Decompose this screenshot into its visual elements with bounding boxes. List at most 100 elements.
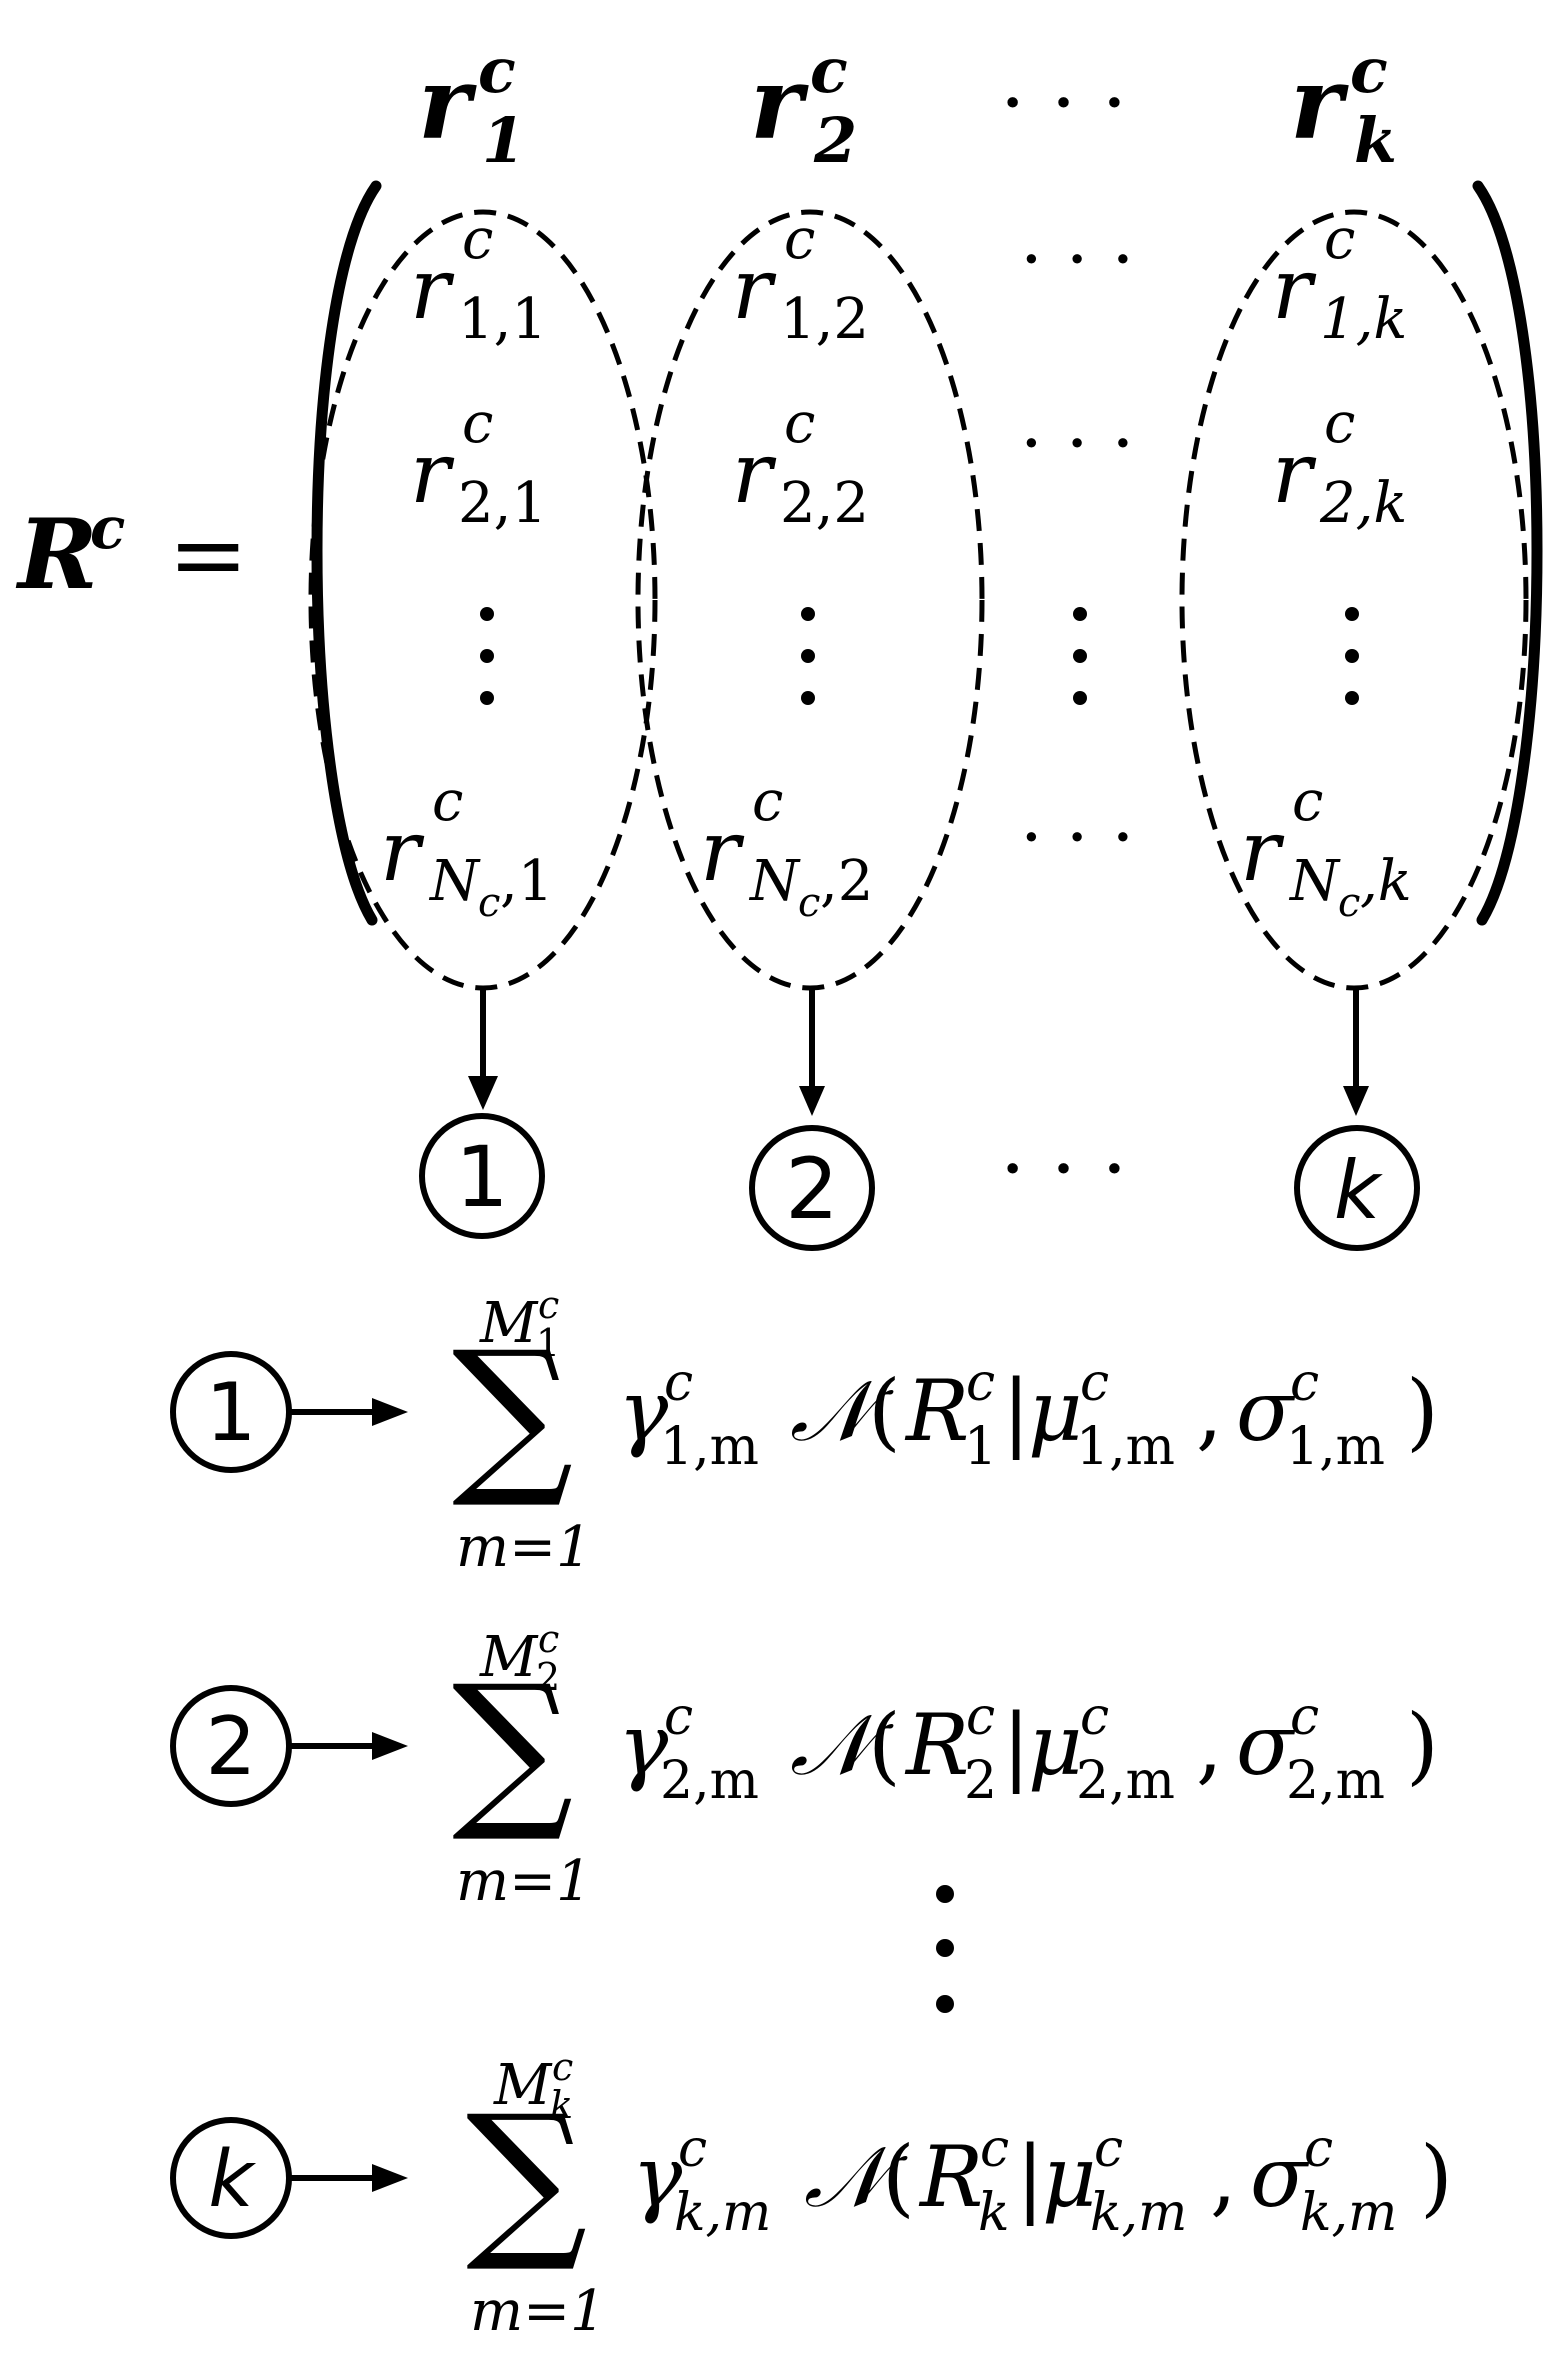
column-header-2: r c 2 [750, 34, 857, 177]
svg-text:1,m: 1,m [660, 1417, 759, 1477]
svg-text:,: , [1210, 2128, 1237, 2226]
svg-text:c: c [752, 769, 783, 834]
component-circle-2: 2 [749, 1125, 875, 1251]
svg-text:σ: σ [1236, 1696, 1296, 1794]
formula-arrow [289, 1398, 408, 1426]
column-headers: r c 1 r c 2 · · · r c k [418, 34, 1397, 177]
svg-text:|: | [1016, 2128, 1044, 2226]
svg-text:c: c [538, 1617, 559, 1661]
matrix-entry: r c N c ,k [1240, 769, 1412, 926]
svg-text:(: ( [868, 1362, 901, 1460]
svg-text:c: c [538, 1283, 559, 1327]
arrow-column-1 [468, 990, 498, 1110]
header-base: r [418, 44, 477, 162]
sum-symbol: ∑ [466, 2079, 587, 2277]
svg-text:c: c [478, 880, 500, 926]
column-2-ellipse [635, 209, 985, 991]
svg-text:σ: σ [1250, 2128, 1310, 2226]
header-base: r [750, 44, 809, 162]
svg-text:|: | [1002, 1696, 1030, 1794]
svg-text:m=1: m=1 [456, 1515, 592, 1580]
svg-text:,2: ,2 [820, 849, 873, 914]
matrix-vdots [480, 607, 494, 705]
matrix-brackets [311, 180, 1543, 926]
svg-text:c: c [678, 2119, 707, 2179]
matrix-entry: r c 1,2 [732, 207, 869, 352]
svg-text:|: | [1002, 1362, 1030, 1460]
svg-text:k: k [208, 2135, 256, 2225]
svg-text:c: c [1324, 391, 1355, 456]
svg-text:c: c [552, 2045, 573, 2089]
svg-text:c: c [664, 1353, 693, 1413]
svg-text:2: 2 [536, 1655, 560, 1699]
matrix-lhs: R c = [15, 494, 248, 611]
header-sub: 2 [813, 104, 857, 177]
matrix-column-2: r c 1,2 r c 2,2 r c N c ,2 [700, 207, 873, 926]
svg-text:r: r [410, 424, 455, 522]
header-sup: c [810, 34, 848, 107]
svg-text:r: r [732, 424, 777, 522]
column-k-ellipse [1179, 209, 1529, 991]
svg-text:1: 1 [964, 1417, 997, 1477]
svg-text:c: c [966, 1353, 995, 1413]
svg-text:c: c [1292, 769, 1323, 834]
column-arrows [468, 990, 1369, 1116]
arrow-column-2 [799, 990, 825, 1116]
formula-arrow [289, 1732, 408, 1760]
matrix-entry: r c 1,1 [410, 207, 547, 352]
svg-text:c: c [664, 1687, 693, 1747]
sum-symbol: ∑ [452, 1649, 573, 1847]
svg-text:k: k [1334, 1144, 1383, 1237]
matrix-vdots [1073, 607, 1087, 705]
matrix-entry: r c N c ,1 [380, 769, 553, 926]
svg-text:2,m: 2,m [1286, 1751, 1385, 1811]
matrix-vdots [1345, 607, 1359, 705]
svg-text:k: k [978, 2183, 1010, 2243]
svg-text:,: , [1196, 1696, 1223, 1794]
matrix-entry: r c N c ,2 [700, 769, 873, 926]
svg-text:,k: ,k [1360, 849, 1412, 914]
svg-text:R: R [904, 1362, 969, 1460]
svg-text:2,1: 2,1 [458, 471, 547, 536]
svg-text:k: k [550, 2083, 573, 2127]
component-ellipsis: · · · [1000, 1122, 1127, 1215]
svg-text:c: c [966, 1687, 995, 1747]
header-sup: c [1350, 34, 1388, 107]
svg-text:1: 1 [536, 1321, 560, 1365]
matrix-entry: r c 2,2 [732, 391, 869, 536]
svg-text:): ) [1406, 1696, 1439, 1794]
column-header-k: r c k [1290, 34, 1397, 177]
svg-text:1,m: 1,m [1076, 1417, 1175, 1477]
right-bracket [1472, 180, 1543, 926]
svg-text:c: c [1290, 1687, 1319, 1747]
component-circle-k: k [1294, 1125, 1420, 1251]
svg-text:2,2: 2,2 [780, 471, 869, 536]
svg-text:1,k: 1,k [1320, 287, 1407, 352]
svg-text:N: N [748, 849, 801, 914]
svg-text:c: c [462, 391, 493, 456]
component-circle-1: 1 [419, 1113, 545, 1239]
svg-text:M: M [493, 2053, 553, 2118]
svg-text:c: c [1080, 1687, 1109, 1747]
svg-text:N: N [428, 849, 481, 914]
svg-text:c: c [784, 391, 815, 456]
svg-text:c: c [432, 769, 463, 834]
formula-row-2: 2 M c 2 ∑ m=1 γ c 2,m 𝒩 ( R c 2 | μ c 2,… [170, 1617, 1439, 1914]
svg-text:2,m: 2,m [1076, 1751, 1175, 1811]
svg-text:M: M [479, 1625, 539, 1690]
arrow-column-k [1343, 990, 1369, 1116]
matrix-entry: r c 1,k [1272, 207, 1407, 352]
svg-text:m=1: m=1 [470, 2279, 606, 2344]
left-bracket [311, 180, 382, 926]
svg-text:,1: ,1 [500, 849, 553, 914]
header-base: r [1290, 44, 1349, 162]
svg-text:r: r [732, 240, 777, 338]
svg-text:2: 2 [785, 1140, 838, 1238]
svg-text:k,m: k,m [1300, 2183, 1397, 2243]
svg-text:k,m: k,m [674, 2183, 771, 2243]
svg-text:(: ( [868, 1696, 901, 1794]
svg-text:R: R [918, 2128, 983, 2226]
formula-row-k: k M c k ∑ m=1 γ c k,m 𝒩 ( R c k | μ c k,… [170, 2045, 1453, 2344]
matrix-entry: r c 2,1 [410, 391, 547, 536]
